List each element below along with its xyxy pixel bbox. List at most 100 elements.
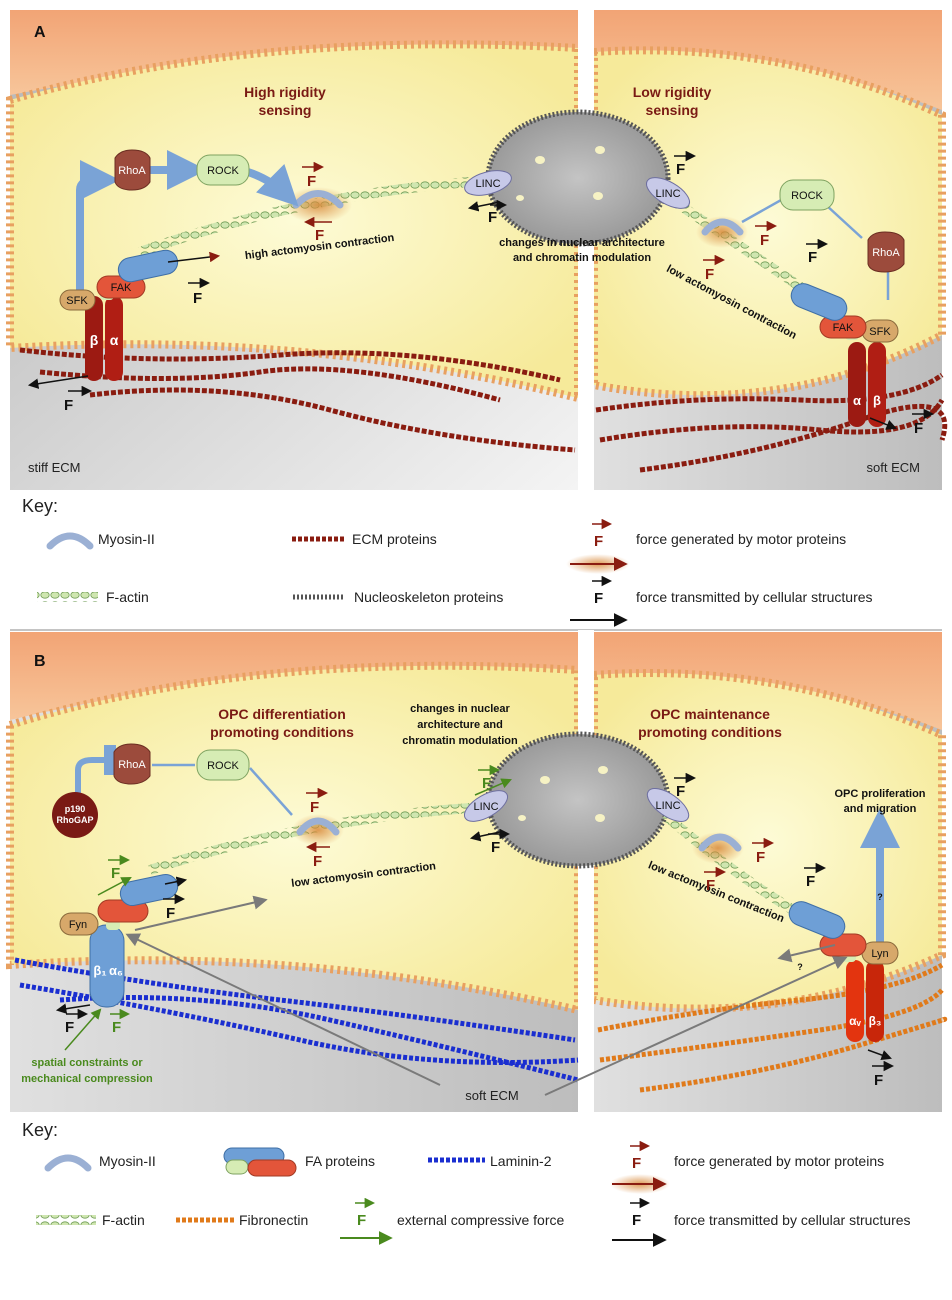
force-transmitted-label: F [166, 905, 175, 922]
key-a-ecm-label: ECM proteins [352, 531, 437, 547]
panel-a: RhoA ROCK SFK FAK β α ROCK RhoA FAK SFK … [5, 8, 948, 492]
force-transmitted-label: F [488, 209, 497, 226]
force-motor-label: F [705, 266, 714, 283]
key-a-force-motor-label: force generated by motor proteins [636, 531, 846, 547]
rhoa-a-right: RhoA [867, 231, 905, 273]
signal-line-b-rock-myosin [249, 767, 293, 816]
key-b-force-motor-F: F [632, 1155, 641, 1172]
key-b-external-F: F [357, 1212, 366, 1229]
myosin-a-left [292, 190, 344, 209]
key-b-myosin-label: Myosin-II [99, 1153, 156, 1169]
a6-label: α₆ [109, 963, 123, 978]
question-mark-lower: ? [797, 962, 803, 972]
rock-a-left: ROCK [196, 154, 250, 186]
label-soft-ecm-b: soft ECM [465, 1088, 518, 1103]
av-label: αᵥ [849, 1014, 861, 1028]
note-nuclear-a-line2: and chromatin modulation [513, 252, 651, 264]
b1-label: β₁ [93, 963, 106, 978]
title-a-right-line2: sensing [646, 102, 699, 118]
linc-label: LINC [655, 188, 680, 200]
key-b-fa-label: FA proteins [305, 1153, 375, 1169]
key-b-heading: Key: [22, 1120, 58, 1140]
key-b-myosin-icon [44, 1154, 92, 1172]
rhoa-b-left: RhoA [113, 743, 151, 785]
key-b-fa-green-icon [225, 1159, 249, 1175]
myosin-a-right [701, 218, 744, 236]
fa-complex-a-left [59, 249, 179, 381]
sfk-label-a-right: SFK [869, 326, 891, 338]
rock-label: ROCK [207, 165, 239, 177]
forces-a: F F F F F F F F F F [27, 150, 935, 437]
key-b-factin-label: F-actin [102, 1212, 145, 1228]
title-b-left-line2: promoting conditions [210, 724, 354, 740]
linc-label: LINC [475, 178, 500, 190]
fa-complex-a-right [790, 283, 899, 427]
note-nuclear-a-line1: changes in nuclear architecture [499, 237, 665, 249]
force-transmitted-label: F [914, 420, 923, 437]
title-a-left-line2: sensing [259, 102, 312, 118]
rock-label: ROCK [791, 190, 823, 202]
force-transmitted-label: F [808, 249, 817, 266]
rhoa-label: RhoA [872, 247, 900, 259]
force-transmitted-label: F [676, 161, 685, 178]
fyn-label: Fyn [69, 919, 87, 931]
note-nuclear-b-line2: architecture and [417, 719, 503, 731]
force-transmitted-label: F [65, 1019, 74, 1036]
fa-complex-b-right [788, 901, 899, 1042]
force-transmitted-label: F [193, 290, 202, 307]
signal-inhibit-b [75, 745, 116, 815]
force-motor-label: F [310, 799, 319, 816]
linc-a-left: LINC [464, 170, 512, 196]
p190-label-line2: RhoGAP [57, 815, 94, 825]
force-motor-label: F [313, 853, 322, 870]
key-a-myosin-label: Myosin-II [98, 531, 155, 547]
title-b-right-line2: promoting conditions [638, 724, 782, 740]
rhoa-label: RhoA [118, 165, 146, 177]
nucleus-a [485, 109, 671, 247]
forces-b: F F F F F F F F F F F [55, 764, 895, 1089]
rock-b-left: ROCK [196, 749, 250, 781]
key-b-fa-orange-icon [247, 1159, 297, 1177]
rhoa-label: RhoA [118, 759, 146, 771]
force-external-label: F [112, 1019, 121, 1036]
fak-label-a-right: FAK [833, 322, 854, 334]
force-motor-label: F [307, 173, 316, 190]
linc-a-right: LINC [646, 177, 690, 209]
lyn-label: Lyn [871, 948, 888, 960]
label-stiff-ecm: stiff ECM [28, 460, 81, 475]
key-force-motor-F: F [594, 533, 603, 550]
title-b-left-line1: OPC differentiation [218, 706, 346, 722]
linc-b-right: LINC [646, 788, 690, 822]
title-b-right-line1: OPC maintenance [650, 706, 770, 722]
cell-a-left [5, 40, 582, 404]
note-nuclear-b-line3: chromatin modulation [402, 735, 518, 747]
nucleus-b [485, 731, 671, 869]
linc-label: LINC [473, 801, 498, 813]
key-a-heading: Key: [22, 496, 58, 516]
force-transmitted-label: F [806, 873, 815, 890]
key-a-nucleoskeleton-label: Nucleoskeleton proteins [354, 589, 503, 605]
gray-arrows-b [125, 895, 848, 1096]
myosin-b-right [698, 833, 742, 852]
key-b-fibronectin-label: Fibronectin [239, 1212, 308, 1228]
key-a-force-transmitted-label: force transmitted by cellular structures [636, 589, 873, 605]
note-nuclear-b-line1: changes in nuclear [410, 703, 510, 715]
force-transmitted-label: F [64, 397, 73, 414]
key-b-force-transmitted-label: force transmitted by cellular structures [674, 1212, 911, 1228]
key-a: Key: Myosin-II ECM proteins F-actin Nucl… [22, 496, 873, 627]
key-b-external-label: external compressive force [397, 1212, 565, 1228]
key-a-factin-label: F-actin [106, 589, 149, 605]
force-motor-label: F [756, 849, 765, 866]
force-transmitted-label: F [874, 1072, 883, 1089]
beta-label-a-right: β [873, 393, 881, 408]
panel-letter-b: B [34, 653, 46, 670]
panel-b: p190 RhoGAP RhoA ROCK Fyn [6, 630, 948, 1114]
fibronectin-fibers-b [597, 962, 948, 1093]
key-b-force-motor-label: force generated by motor proteins [674, 1153, 884, 1169]
linc-b-left: LINC [464, 790, 508, 822]
note-proliferation-line2: and migration [844, 803, 917, 815]
key-b-laminin-label: Laminin-2 [490, 1153, 552, 1169]
myosin-b-left [296, 817, 340, 836]
alpha-label-a-right: α [853, 393, 861, 408]
